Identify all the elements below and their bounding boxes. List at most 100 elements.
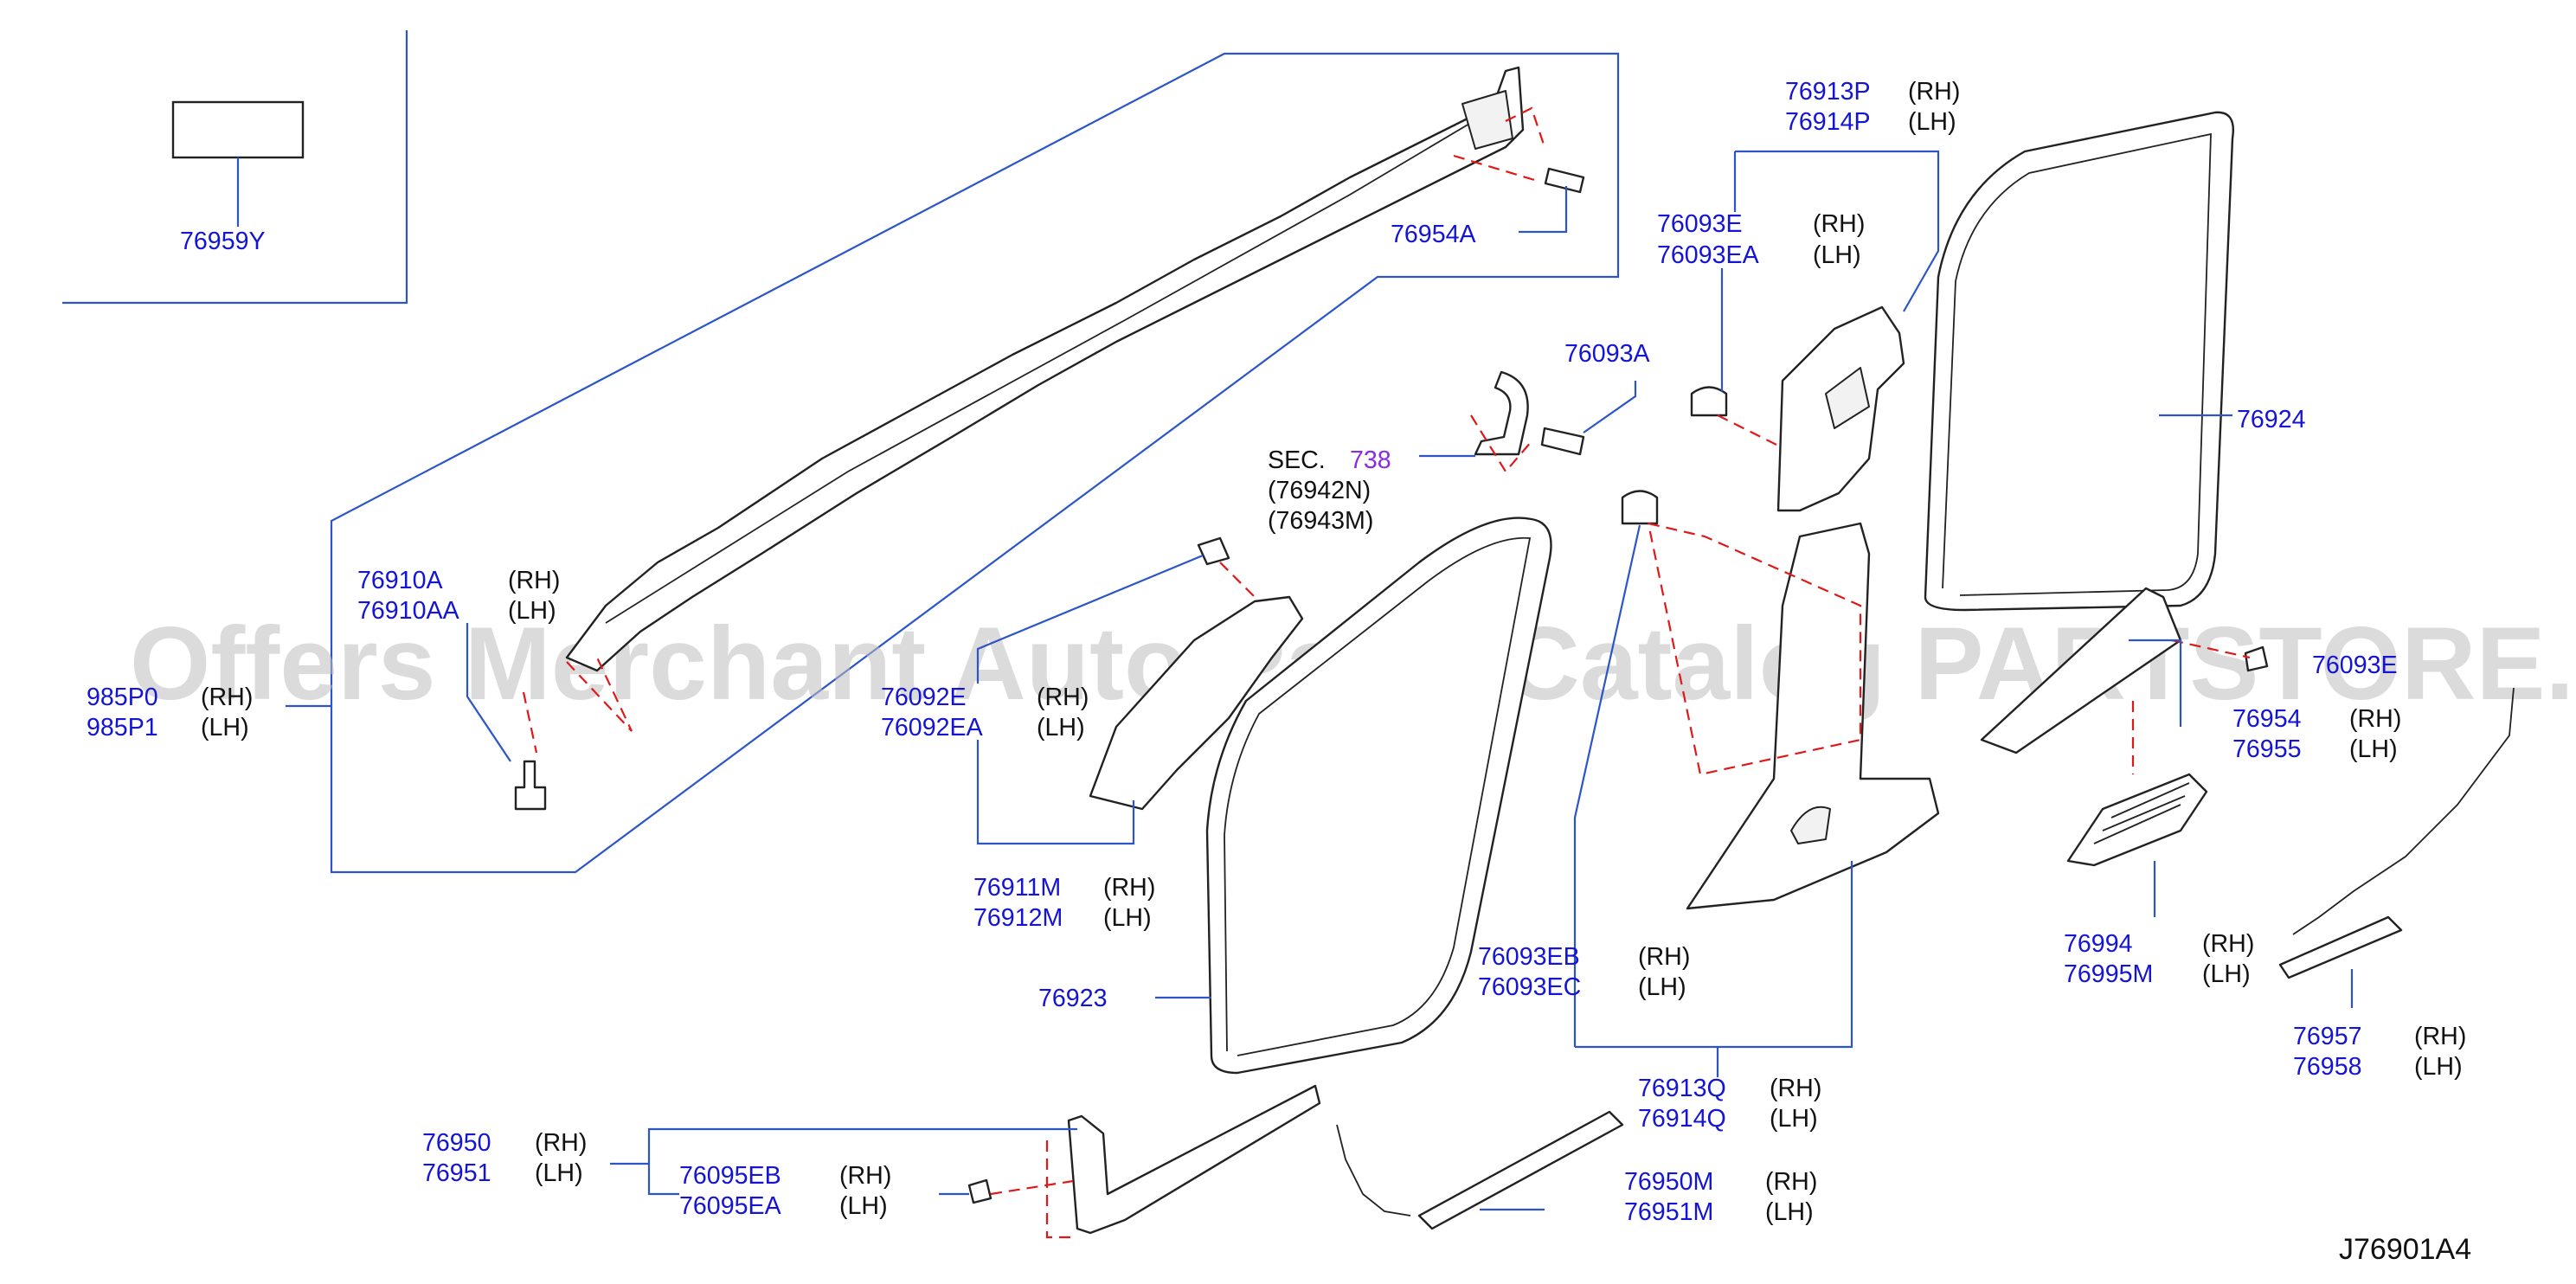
leader-76954 — [2129, 639, 2182, 727]
side-76093E: (RH) — [1813, 210, 1865, 238]
leader-76910A — [466, 623, 511, 762]
dashed-guides — [522, 106, 2251, 1239]
leader-76950 — [610, 1127, 1077, 1196]
label-76913Q: 76913Q — [1638, 1075, 1726, 1102]
label-76950M: 76950M — [1624, 1168, 1713, 1196]
side-76910A: (RH) — [508, 567, 560, 594]
side-76914P: (LH) — [1908, 108, 1956, 136]
guide-pillar-lower — [1647, 522, 1862, 776]
label-76093E: 76093E — [1657, 210, 1743, 238]
harness-rear — [2292, 687, 2515, 935]
side-76913P: (RH) — [1908, 78, 1960, 106]
side-76954: (RH) — [2349, 705, 2401, 733]
clip-76093E-shape — [1690, 386, 1728, 417]
guide-clip-76095EB — [990, 1179, 1074, 1196]
step-plate-76994-shape — [2066, 773, 2208, 867]
illuminated-plate-rear — [2278, 687, 2515, 979]
assist-grip-738 — [1474, 370, 1585, 456]
label-76093A: 76093A — [1564, 340, 1651, 368]
side-76910AA: (LH) — [508, 597, 556, 625]
label-76914P: 76914P — [1785, 108, 1871, 136]
side-76913Q: (RH) — [1770, 1075, 1821, 1102]
sec-number: 738 — [1350, 446, 1391, 474]
side-985P1: (LH) — [201, 714, 249, 742]
side-76092EA: (LH) — [1037, 714, 1085, 742]
harness-front — [1336, 1124, 1411, 1217]
side-76093EA: (LH) — [1813, 241, 1861, 269]
side-76955: (LH) — [2349, 735, 2398, 763]
diagram-code: J76901A4 — [2339, 1233, 2471, 1266]
front-pillar-garnish-shape — [1089, 595, 1304, 811]
leader-76913Q-bracket — [1575, 861, 1853, 1049]
weatherstrip-rear — [1924, 111, 2234, 612]
center-pillar-lower-shape — [1686, 522, 1940, 910]
front-pillar-garnish — [1089, 536, 1304, 811]
side-76095EB: (RH) — [839, 1162, 891, 1190]
weatherstrip-76924 — [1924, 111, 2234, 612]
side-76951: (LH) — [535, 1159, 583, 1187]
label-76093F: 76093E — [2312, 652, 2398, 679]
inset-frame — [62, 30, 408, 305]
bolt-76910A — [514, 760, 547, 811]
bolt-76093A — [1540, 427, 1585, 456]
guide-assist-grip — [1470, 414, 1532, 473]
label-76958: 76958 — [2293, 1053, 2362, 1081]
label-76913P: 76913P — [1785, 78, 1871, 106]
guide-bolt-76954A — [1453, 154, 1541, 183]
side-76994: (RH) — [2202, 930, 2254, 958]
airbag-seam — [605, 112, 1489, 624]
label-76959Y: 76959Y — [180, 228, 266, 255]
airbag-bracket — [1461, 90, 1513, 150]
frames — [62, 30, 1620, 874]
label-76912M: 76912M — [973, 904, 1063, 932]
side-76093EB: (RH) — [1638, 943, 1690, 971]
label-76950: 76950 — [422, 1129, 491, 1157]
label-76910A: 76910A — [357, 567, 444, 594]
guide-clip-76093F — [2171, 639, 2251, 659]
side-76911M: (RH) — [1103, 874, 1155, 902]
side-76912M: (LH) — [1103, 904, 1152, 932]
label-76093EC: 76093EC — [1478, 973, 1581, 1001]
pillar-vent — [1825, 367, 1870, 429]
sec-sub1: (76942N) — [1268, 477, 1371, 504]
side-76950: (RH) — [535, 1129, 587, 1157]
label-76924: 76924 — [2237, 406, 2306, 433]
leader-76911M — [976, 740, 1135, 845]
side-985P0: (RH) — [201, 684, 253, 711]
leader-76913P — [1735, 150, 1940, 312]
weatherstrip-76923-inner — [1224, 536, 1532, 1056]
step-plate-ribs — [2093, 782, 2190, 844]
label-76994: 76994 — [2064, 930, 2133, 958]
clip-76093E — [1690, 386, 1728, 417]
kicking-plate-front — [967, 1084, 1321, 1235]
illuminated-plate-front-shape — [1417, 1110, 1624, 1230]
bolt-76954A-shape — [1544, 167, 1585, 194]
leader-76954A — [1519, 186, 1568, 234]
clip-76093EB — [1621, 490, 1659, 525]
label-76914Q: 76914Q — [1638, 1105, 1726, 1133]
side-76958: (LH) — [2414, 1053, 2463, 1081]
side-76914Q: (LH) — [1770, 1105, 1818, 1133]
label-76093EA: 76093EA — [1657, 241, 1760, 269]
label-985P0: 985P0 — [87, 684, 158, 711]
clip-76093F — [2244, 645, 2269, 672]
leader-76093EB — [1573, 524, 1641, 1047]
leader-lines — [286, 150, 2354, 1211]
label-76957: 76957 — [2293, 1023, 2362, 1050]
weatherstrip-front — [1205, 517, 1552, 1075]
guide-bolt-76910A — [522, 691, 538, 754]
pillar-lower-vent — [1790, 806, 1831, 844]
side-76995M: (LH) — [2202, 960, 2251, 988]
assist-grip — [1474, 370, 1529, 456]
guide-kicking-front — [1045, 1140, 1073, 1239]
kicking-plate-rear-shape — [1980, 587, 2182, 754]
label-76092E: 76092E — [881, 684, 967, 711]
curtain-airbag — [565, 66, 1525, 672]
label-76095EB: 76095EB — [679, 1162, 781, 1190]
side-76095EA: (LH) — [839, 1192, 888, 1220]
side-76093EC: (LH) — [1638, 973, 1686, 1001]
side-76092E: (RH) — [1037, 684, 1089, 711]
label-76954A: 76954A — [1391, 221, 1477, 248]
labels: 76959Y 76913P (RH) 76914P (LH) 76954A 76… — [87, 78, 2471, 1266]
guide-clip-76093E — [1717, 414, 1779, 446]
